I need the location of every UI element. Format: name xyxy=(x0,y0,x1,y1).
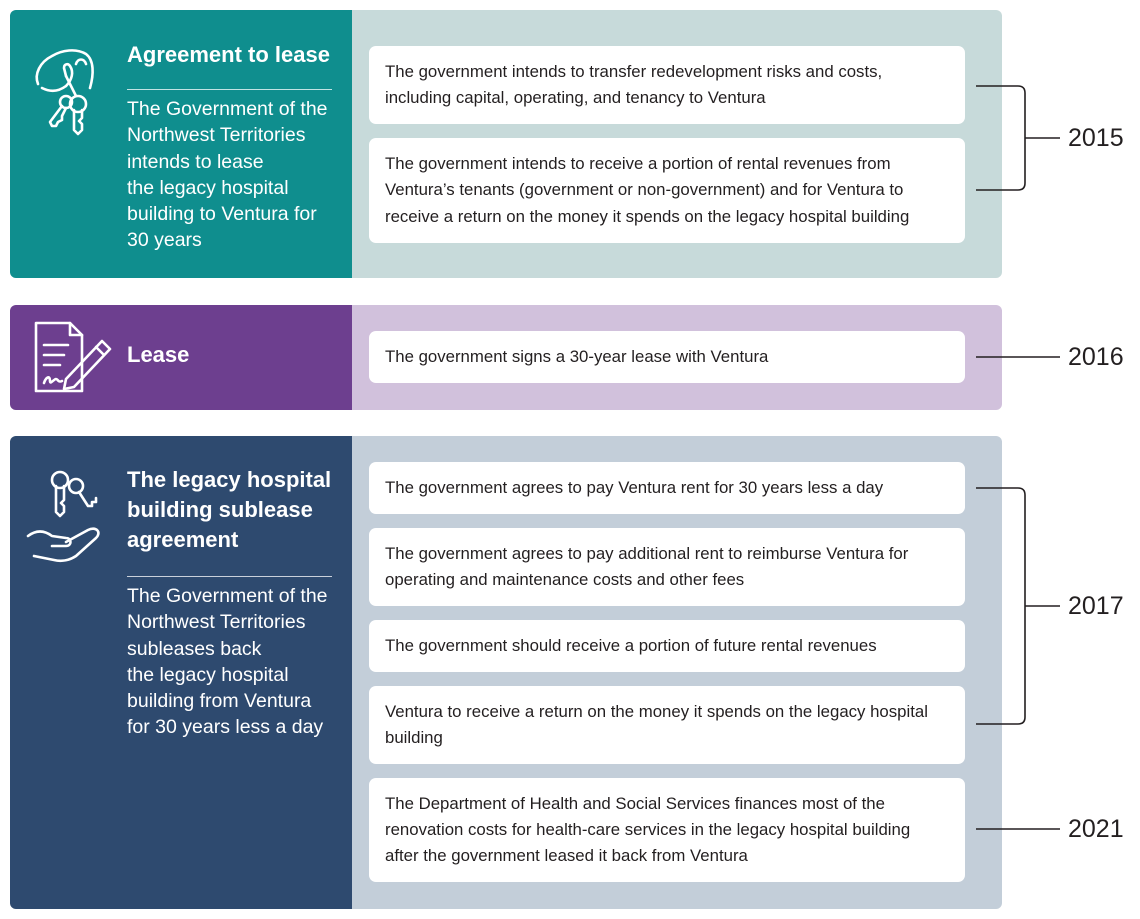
detail-card: The government agrees to pay additional … xyxy=(369,528,965,606)
stage-description: The Government of the Northwest Territor… xyxy=(127,98,328,252)
detail-card: The government intends to receive a port… xyxy=(369,138,965,243)
hand-holding-keys-icon xyxy=(32,44,98,144)
stage-title: Agreement to lease xyxy=(127,42,330,67)
stage-header: Lease xyxy=(10,305,352,410)
divider xyxy=(127,89,332,90)
stage-description: The Government of the Northwest Territor… xyxy=(127,585,328,739)
stage-header: The legacy hospital building sublease ag… xyxy=(10,436,352,909)
keys-over-open-hand-icon xyxy=(26,466,106,570)
stage-title: The legacy hospital building sublease ag… xyxy=(127,467,332,552)
divider xyxy=(127,576,332,577)
stage-title: Lease xyxy=(127,342,190,367)
detail-card: The government should receive a portion … xyxy=(369,620,965,672)
year-label: 2021 xyxy=(1068,815,1124,843)
stage-header: Agreement to lease The Government of the… xyxy=(10,10,352,278)
year-label: 2017 xyxy=(1068,592,1124,620)
detail-card: The government signs a 30-year lease wit… xyxy=(369,331,965,383)
signed-document-pen-icon xyxy=(32,319,114,395)
detail-card: Ventura to receive a return on the money… xyxy=(369,686,965,764)
year-label: 2016 xyxy=(1068,343,1124,371)
detail-card: The Department of Health and Social Serv… xyxy=(369,778,965,882)
year-label: 2015 xyxy=(1068,124,1124,152)
detail-card: The government agrees to pay Ventura ren… xyxy=(369,462,965,514)
detail-card: The government intends to transfer redev… xyxy=(369,46,965,124)
